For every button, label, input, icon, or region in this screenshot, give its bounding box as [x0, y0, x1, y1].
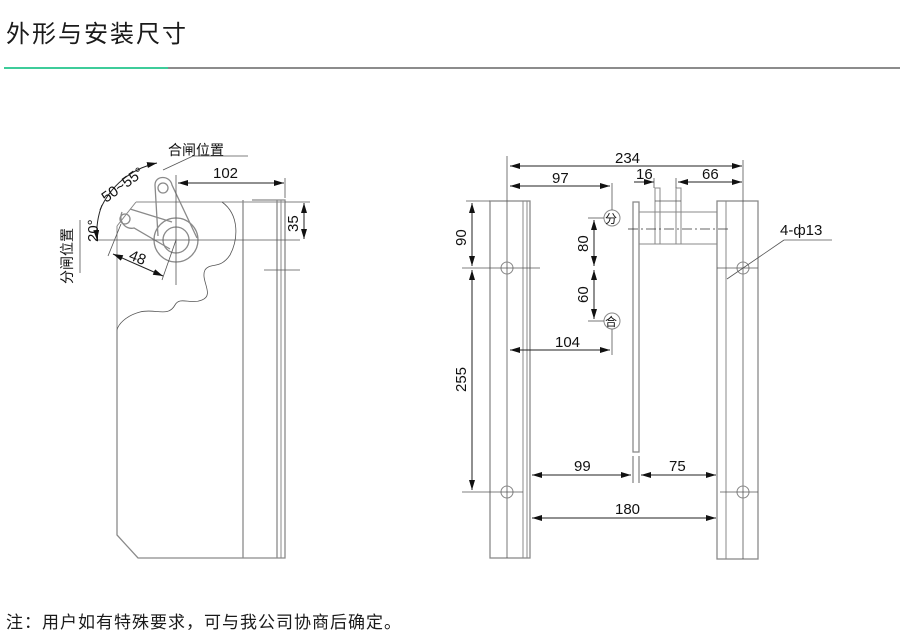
dim-90-label: 90: [453, 229, 470, 246]
title-rule: [168, 67, 900, 69]
dim-104-label: 104: [555, 334, 580, 351]
pin-right: [675, 187, 682, 245]
handle-closed-pin: [157, 182, 169, 194]
dim-180-label: 180: [615, 501, 640, 518]
holes-leader-a: [726, 239, 785, 280]
handle-closed: [154, 176, 198, 239]
closed-position-label: 合闸位置: [168, 143, 224, 159]
dim-255-label: 255: [453, 367, 470, 392]
angle-range-label: 50~55°: [98, 164, 147, 206]
dim-80-label: 80: [575, 235, 592, 252]
handle-open-pin: [119, 213, 131, 225]
dim-48-ext-b: [161, 239, 177, 281]
shaft-housing: [638, 211, 718, 245]
dim-35-label: 35: [285, 215, 302, 232]
page-title: 外形与安装尺寸: [6, 20, 188, 48]
dim-97-label: 97: [552, 170, 569, 187]
break-line: [116, 201, 237, 331]
closed-marker-label: 合: [605, 314, 617, 329]
dim-102-label: 102: [213, 165, 238, 182]
footer-note: 注：用户如有特殊要求，可与我公司协商后确定。: [6, 613, 402, 633]
title-rule-accent: [4, 67, 168, 69]
dim-48-ext-a: [107, 223, 122, 257]
open-marker-label: 分: [605, 212, 617, 226]
dim-16-label: 16: [636, 166, 653, 183]
housing-outline: [116, 199, 286, 559]
closed-label-leader-a: [162, 155, 194, 171]
dim-60-label: 60: [575, 286, 592, 303]
holes-label: 4-ф13: [780, 222, 822, 239]
dim-48-label: 48: [127, 247, 149, 269]
angle-small-label: 20°: [85, 219, 102, 242]
dim-48-line: [112, 253, 164, 277]
center-plate: [632, 201, 640, 453]
dim-234-label: 234: [615, 150, 640, 167]
dim-75-label: 75: [669, 458, 686, 475]
angle-arc-small: [93, 204, 103, 241]
front-view: 分 合 234 97 16: [453, 150, 832, 560]
left-mount-bar: [489, 200, 531, 559]
open-position-label: 分闸位置: [60, 228, 76, 284]
side-view: 合闸位置 50~55° 20° 分闸位置 48 102 35: [60, 143, 310, 559]
angle-arc: [99, 162, 158, 211]
right-mount-bar: [716, 200, 759, 560]
dim-99-label: 99: [574, 458, 591, 475]
dim-66-label: 66: [702, 166, 719, 183]
pin-left: [654, 187, 661, 245]
